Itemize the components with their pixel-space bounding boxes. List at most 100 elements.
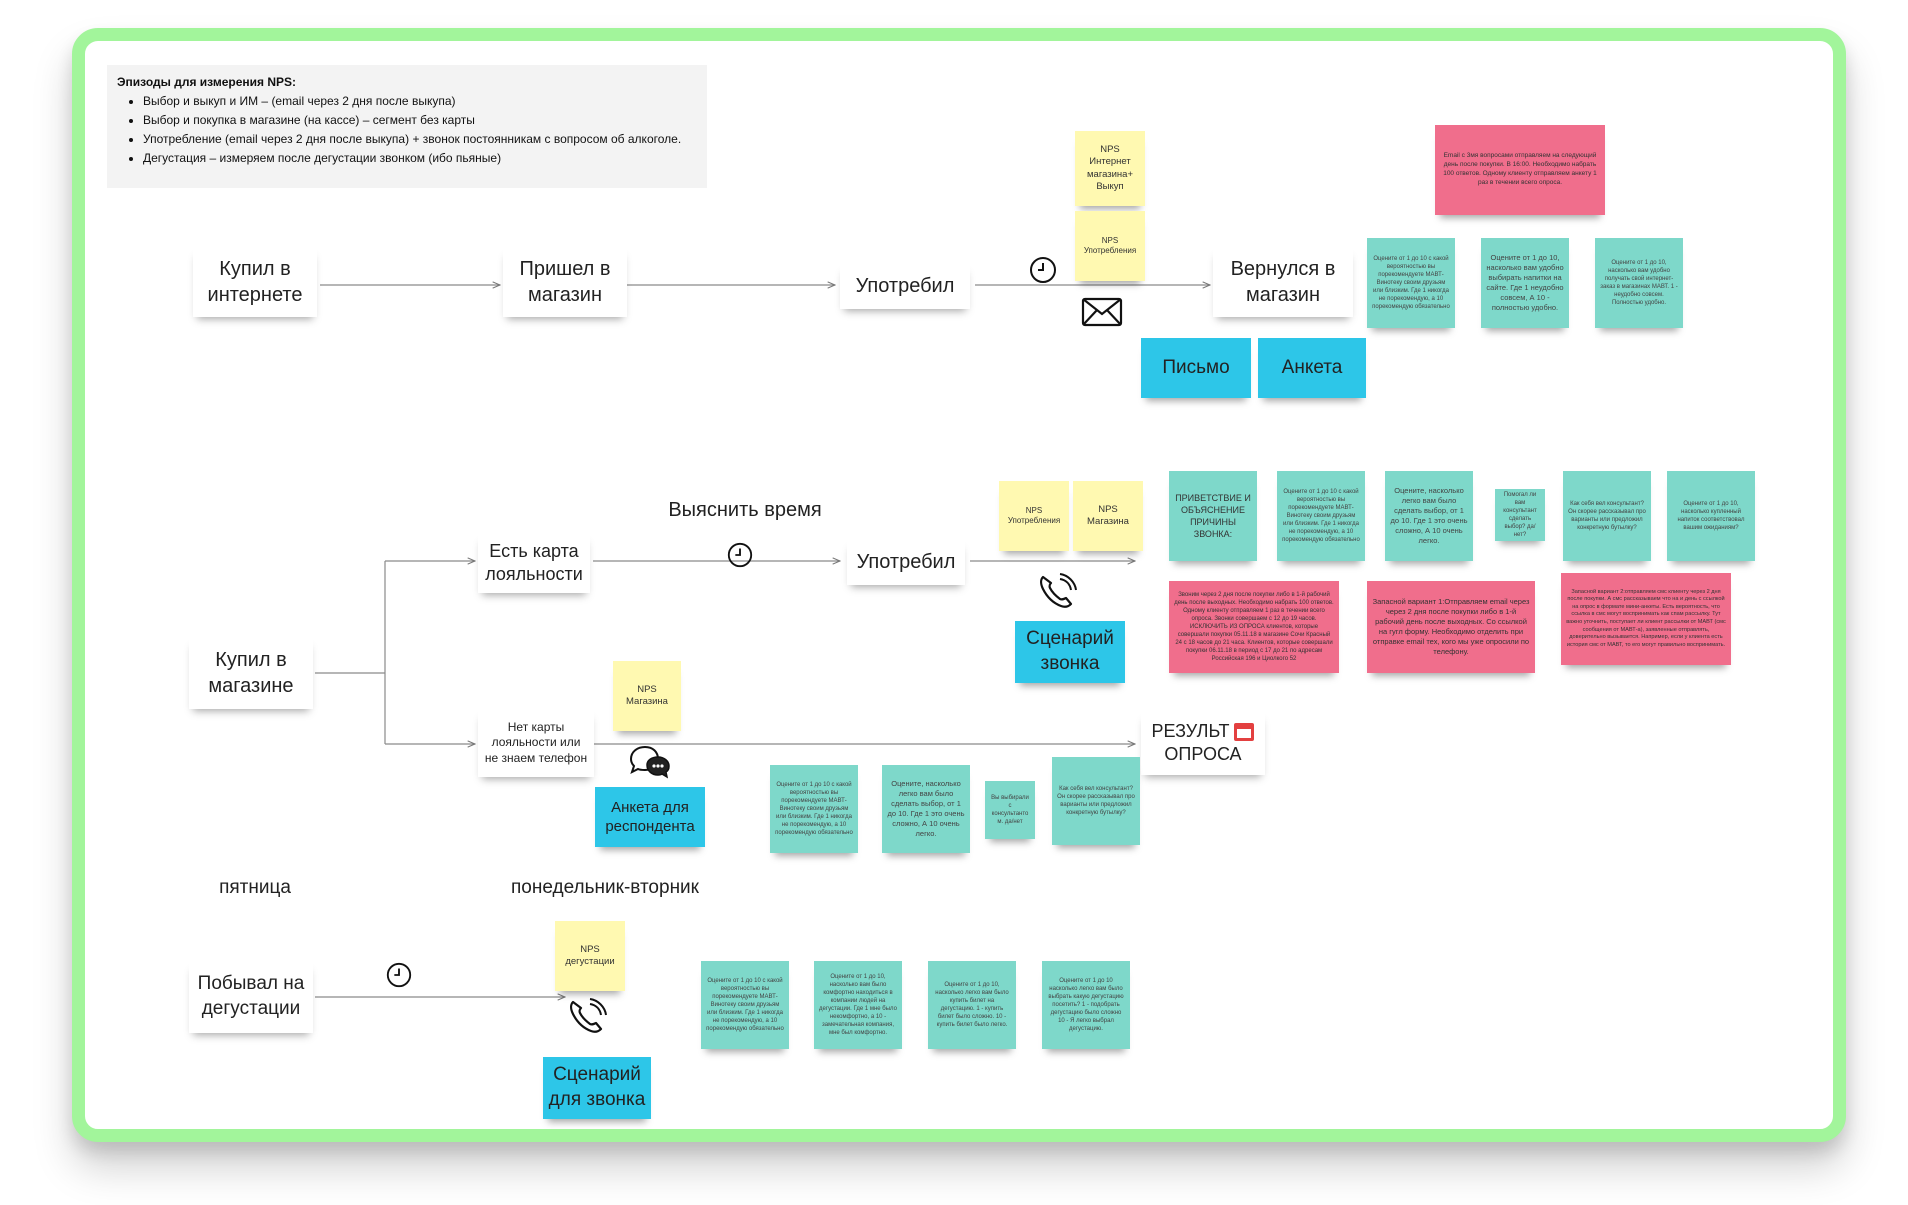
sticky-question-site-convenience[interactable]: Оцените от 1 до 10, насколько вам удобно… [1481, 238, 1569, 328]
sticky-call-script[interactable]: Сценарий звонка [1015, 621, 1125, 683]
node-text: магазине [208, 675, 294, 697]
sticky-text: NPS Магазина [626, 683, 668, 707]
node-came-to-store[interactable]: Пришел в магазин [503, 247, 627, 317]
sticky-text: Анкета [1281, 356, 1343, 378]
sticky-text: Оцените от 1 до 10 с какой вероятностью … [1372, 255, 1450, 311]
node-consumed-online[interactable]: Употребил [840, 263, 970, 309]
sticky-text: NPS Интернет магазина+ Выкуп [1087, 143, 1133, 192]
note-title: Эпизоды для измерения NPS: [117, 75, 297, 89]
node-consumed-store[interactable]: Употребил [847, 539, 965, 585]
sticky-text: Оцените от 1 до 10 с какой вероятностью … [706, 977, 784, 1033]
sticky-text: Как себя вел консультант? Он скорее расс… [1057, 785, 1135, 817]
node-text: Вернулся в [1230, 258, 1336, 280]
sticky-question-tasting-comfort[interactable]: Оцените от 1 до 10, насколько вам было к… [814, 961, 902, 1049]
sticky-text: NPS дегустации [565, 943, 615, 967]
sticky-email-instructions[interactable]: Email с 3мя вопросами отправляем на след… [1435, 125, 1605, 215]
node-survey-result[interactable]: РЕЗУЛЬТ ОПРОСА [1141, 711, 1265, 775]
sticky-call-script-tasting[interactable]: Сценарий для звонка [543, 1057, 651, 1119]
node-text: Нет карты [507, 719, 565, 734]
clock-icon [1028, 255, 1058, 285]
sticky-text: звонка [1040, 653, 1100, 674]
node-text: магазин [527, 284, 602, 306]
sticky-backup-sms[interactable]: Запасной вариант 2:отправляем смс клиент… [1561, 573, 1731, 665]
sticky-question-expectations[interactable]: Оцените от 1 до 10, насколько купленный … [1667, 471, 1755, 561]
sticky-text: Оцените, насколько легко вам было сделат… [1390, 485, 1468, 546]
sticky-nps-store[interactable]: NPS Магазина [1073, 481, 1143, 551]
nps-episodes-note[interactable]: Эпизоды для измерения NPS: Выбор и выкуп… [107, 65, 707, 188]
node-text: Купил в [219, 258, 291, 280]
note-item: Употребление (email через 2 дня после вы… [143, 130, 697, 149]
sticky-text: Сценарий [553, 1064, 641, 1086]
calendar-icon [1234, 722, 1255, 741]
sticky-question-pickup-convenience[interactable]: Оцените от 1 до 10, насколько вам удобно… [1595, 238, 1683, 328]
sticky-question-consultant[interactable]: Как себя вел консультант? Он скорее расс… [1563, 471, 1651, 561]
sticky-text: Запасной вариант 2:отправляем смс клиент… [1566, 588, 1726, 648]
node-text: интернете [207, 284, 303, 306]
chat-icon [627, 743, 671, 783]
node-text: Употребил [856, 551, 956, 573]
node-text: дегустации [201, 998, 301, 1019]
node-has-loyalty-card[interactable]: Есть карта лояльности [478, 533, 590, 593]
sticky-text: Письмо [1162, 356, 1230, 378]
sticky-question-tasting-choice[interactable]: Оцените от 1 до 10 насколько легко вам б… [1042, 961, 1130, 1049]
sticky-question-tasting-recommend[interactable]: Оцените от 1 до 10 с какой вероятностью … [701, 961, 789, 1049]
node-bought-online[interactable]: Купил в интернете [193, 247, 317, 317]
note-item: Выбор и выкуп и ИМ – (email через 2 дня … [143, 92, 697, 111]
sticky-letter[interactable]: Письмо [1141, 338, 1251, 398]
sticky-text: Вы выбирали с консультантом. да/нет [991, 794, 1029, 826]
phone-icon [565, 996, 609, 1036]
node-text: лояльности [485, 564, 583, 584]
sticky-question-tasting-ticket[interactable]: Оцените от 1 до 10, насколько легко вам … [928, 961, 1016, 1049]
sticky-text: Email с 3мя вопросами отправляем на след… [1443, 152, 1597, 186]
sticky-question-consultant-b[interactable]: Как себя вел консультант? Он скорее расс… [1052, 757, 1140, 845]
node-text: ОПРОСА [1164, 744, 1242, 764]
label-friday: пятница [219, 877, 291, 898]
sticky-call-instructions[interactable]: Звоним через 2 дня после покупки либо в … [1169, 581, 1339, 673]
node-text: Купил в [215, 649, 287, 671]
whiteboard-canvas[interactable]: Эпизоды для измерения NPS: Выбор и выкуп… [85, 41, 1833, 1129]
sticky-question-choice[interactable]: Оцените, насколько легко вам было сделат… [1385, 471, 1473, 561]
sticky-text: Оцените от 1 до 10, насколько вам было к… [819, 973, 897, 1037]
sticky-text: ПРИВЕТСТВИЕ И ОБЪЯСНЕНИЕ ПРИЧИНЫ ЗВОНКА: [1175, 492, 1251, 540]
node-text: Пришел в [519, 258, 611, 280]
clock-icon [385, 961, 413, 989]
sticky-question-recommend-b[interactable]: Оцените от 1 до 10 с какой вероятностью … [770, 765, 858, 853]
sticky-text: Оцените от 1 до 10, насколько легко вам … [935, 981, 1009, 1029]
sticky-survey[interactable]: Анкета [1258, 338, 1366, 398]
sticky-text: Оцените, насколько легко вам было сделат… [887, 778, 965, 839]
sticky-question-recommend[interactable]: Оцените от 1 до 10 с какой вероятностью … [1367, 238, 1455, 328]
sticky-question-consultant-yn[interactable]: Вы выбирали с консультантом. да/нет [985, 781, 1035, 839]
sticky-question-recommend-store[interactable]: Оцените от 1 до 10 с какой вероятностью … [1277, 471, 1365, 561]
sticky-nps-consumption-store[interactable]: NPS Употребления [999, 481, 1069, 551]
node-bought-in-store[interactable]: Купил в магазине [189, 637, 313, 709]
sticky-text: респондента [605, 818, 695, 835]
sticky-backup-email[interactable]: Запасной вариант 1:Отправляем email чере… [1367, 581, 1535, 673]
sticky-text: Сценарий [1026, 628, 1114, 650]
node-text: Употребил [855, 275, 955, 297]
node-text: Есть карта [489, 540, 579, 561]
node-text: РЕЗУЛЬТ [1151, 720, 1230, 741]
sticky-nps-store-no-card[interactable]: NPS Магазина [613, 661, 681, 731]
sticky-text: NPS Употребления [1083, 235, 1137, 255]
sticky-text: NPS Употребления [1007, 505, 1061, 525]
sticky-greeting[interactable]: ПРИВЕТСТВИЕ И ОБЪЯСНЕНИЕ ПРИЧИНЫ ЗВОНКА: [1169, 471, 1257, 561]
phone-icon [1035, 571, 1079, 611]
connector-lines [315, 41, 1833, 1129]
label-find-time: Выяснить время [668, 499, 822, 521]
sticky-nps-online-store[interactable]: NPS Интернет магазина+ Выкуп [1075, 131, 1145, 206]
sticky-text: для звонка [548, 1089, 646, 1110]
node-text: лояльности или [491, 735, 581, 750]
sticky-nps-tasting[interactable]: NPS дегустации [555, 921, 625, 991]
sticky-nps-consumption[interactable]: NPS Употребления [1075, 211, 1145, 281]
note-item: Дегустация – измеряем после дегустации з… [143, 149, 697, 168]
label-monday-tuesday: понедельник-вторник [511, 877, 699, 898]
sticky-text: Звоним через 2 дня после покупки либо в … [1174, 591, 1334, 663]
sticky-text: Помогал ли вам консультант сделать выбор… [1503, 491, 1537, 539]
sticky-question-help[interactable]: Помогал ли вам консультант сделать выбор… [1495, 489, 1545, 541]
sticky-text: Оцените от 1 до 10, насколько вам удобно… [1486, 252, 1564, 313]
sticky-question-choice-b[interactable]: Оцените, насколько легко вам было сделат… [882, 765, 970, 853]
